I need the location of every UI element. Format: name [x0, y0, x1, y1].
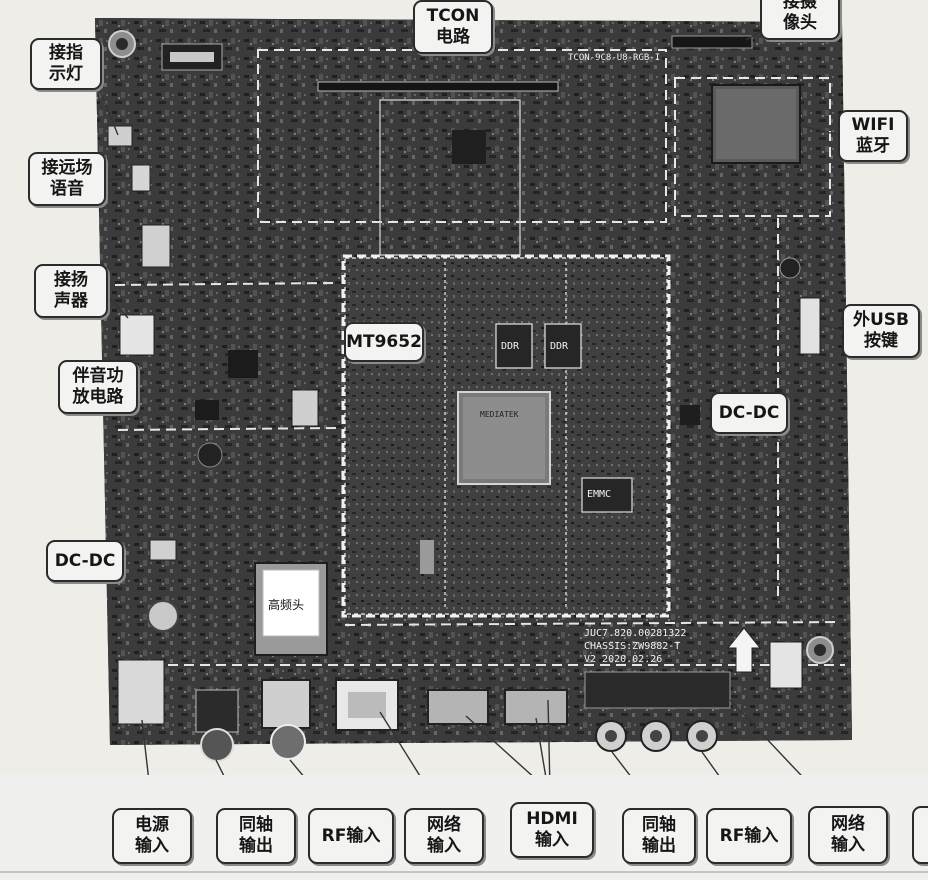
label-camera-l2: 像头 [783, 13, 817, 33]
label-net-in-2-l2: 输入 [831, 835, 865, 855]
label-rf-in-2-text: RF输入 [719, 825, 779, 846]
label-camera: 接摄 像头 [760, 0, 840, 40]
label-coax-out-2-l2: 输出 [642, 836, 676, 856]
emmc-label: EMMC [587, 489, 612, 500]
hdmi-jack [427, 689, 489, 725]
label-tcon-l1: TCON [426, 6, 480, 26]
label-camera-l1: 接摄 [783, 0, 817, 12]
label-net-in-1-l1: 网络 [427, 815, 461, 835]
label-tcon: TCON 电路 [413, 0, 493, 54]
label-hdmi-in-l2: 输入 [535, 830, 569, 850]
label-speaker-l2: 声器 [54, 291, 88, 311]
wifi-region [674, 77, 831, 217]
label-net-in-2-l1: 网络 [831, 814, 865, 834]
label-far-voice-l2: 语音 [50, 179, 84, 199]
ddr-label-a: DDR [501, 341, 520, 352]
label-net-in-2: 网络 输入 [808, 806, 888, 864]
label-wifi-l1: WIFI [851, 115, 895, 135]
label-power-in-l2: 输入 [135, 836, 169, 856]
ddr-chip [544, 323, 582, 369]
label-dcdc-left-text: DC-DC [54, 550, 116, 571]
label-amp-l1: 伴音功 [72, 366, 124, 386]
silk-line-3: V2 2020.02.26 [584, 654, 663, 665]
tcon-region [257, 49, 667, 223]
silk-line-1: JUC7.820.00281322 [584, 628, 687, 639]
arrow-up-marker [726, 627, 762, 673]
label-indicator-l1: 接指 [49, 43, 83, 63]
label-dcdc-left: DC-DC [46, 540, 124, 582]
av-block [584, 671, 731, 709]
label-speaker: 接扬 声器 [34, 264, 108, 318]
label-rf-in-2: RF输入 [706, 808, 792, 864]
label-coax-out-1-l2: 输出 [239, 836, 273, 856]
label-wifi: WIFI 蓝牙 [838, 110, 908, 162]
label-speaker-l1: 接扬 [54, 270, 88, 290]
label-net-in-1-l2: 输入 [427, 836, 461, 856]
label-hdmi-in: HDMI 输入 [510, 802, 594, 858]
label-rf-in-1: RF输入 [308, 808, 394, 864]
label-power-in: 电源 输入 [112, 808, 192, 864]
label-amp-l2: 放电路 [72, 387, 124, 407]
emmc-chip [581, 477, 633, 513]
ddr-label-b: DDR [550, 341, 569, 352]
mt9652-region [341, 254, 671, 618]
label-dcdc-right-text: DC-DC [718, 402, 780, 423]
rf-jack [261, 679, 311, 729]
label-indicator: 接指 示灯 [30, 38, 102, 90]
label-cutoff-edge [912, 806, 928, 864]
label-power-in-l1: 电源 [135, 815, 169, 835]
label-coax-out-2-l1: 同轴 [642, 815, 676, 835]
label-far-voice-l1: 接远场 [41, 158, 93, 178]
label-net-in-1: 网络 输入 [404, 808, 484, 864]
tcon-connector [317, 81, 559, 92]
label-amp: 伴音功 放电路 [58, 360, 138, 414]
label-coax-out-1: 同轴 输出 [216, 808, 296, 864]
label-far-voice: 接远场 语音 [28, 152, 106, 206]
label-hdmi-in-l1: HDMI [526, 809, 578, 829]
label-ext-usb-l2: 按键 [864, 331, 898, 351]
soc-brand: MEDIATEK [480, 410, 519, 419]
label-tcon-l2: 电路 [436, 27, 470, 47]
label-mt9652-text: MT9652 [346, 331, 422, 352]
ddr-chip [495, 323, 533, 369]
label-indicator-l2: 示灯 [49, 64, 83, 84]
label-coax-out-2: 同轴 输出 [622, 808, 696, 864]
tuner-text: 高频头 [268, 598, 305, 612]
label-ext-usb: 外USB 按键 [842, 304, 920, 358]
label-coax-out-1-l1: 同轴 [239, 815, 273, 835]
label-ext-usb-l1: 外USB [852, 310, 909, 330]
speaker-connector [119, 314, 155, 356]
label-wifi-l2: 蓝牙 [856, 136, 890, 156]
label-mt9652: MT9652 [344, 322, 424, 362]
power-connector [117, 659, 165, 725]
coax-jack [195, 689, 239, 733]
label-rf-in-1-text: RF输入 [321, 825, 381, 846]
silk-line-2: CHASSIS:ZW9882-T [584, 641, 681, 652]
tcon-silk: TCON-9C8-U8-RGB-I [568, 53, 661, 63]
usb-connector [799, 297, 821, 355]
label-dcdc-right: DC-DC [710, 392, 788, 434]
